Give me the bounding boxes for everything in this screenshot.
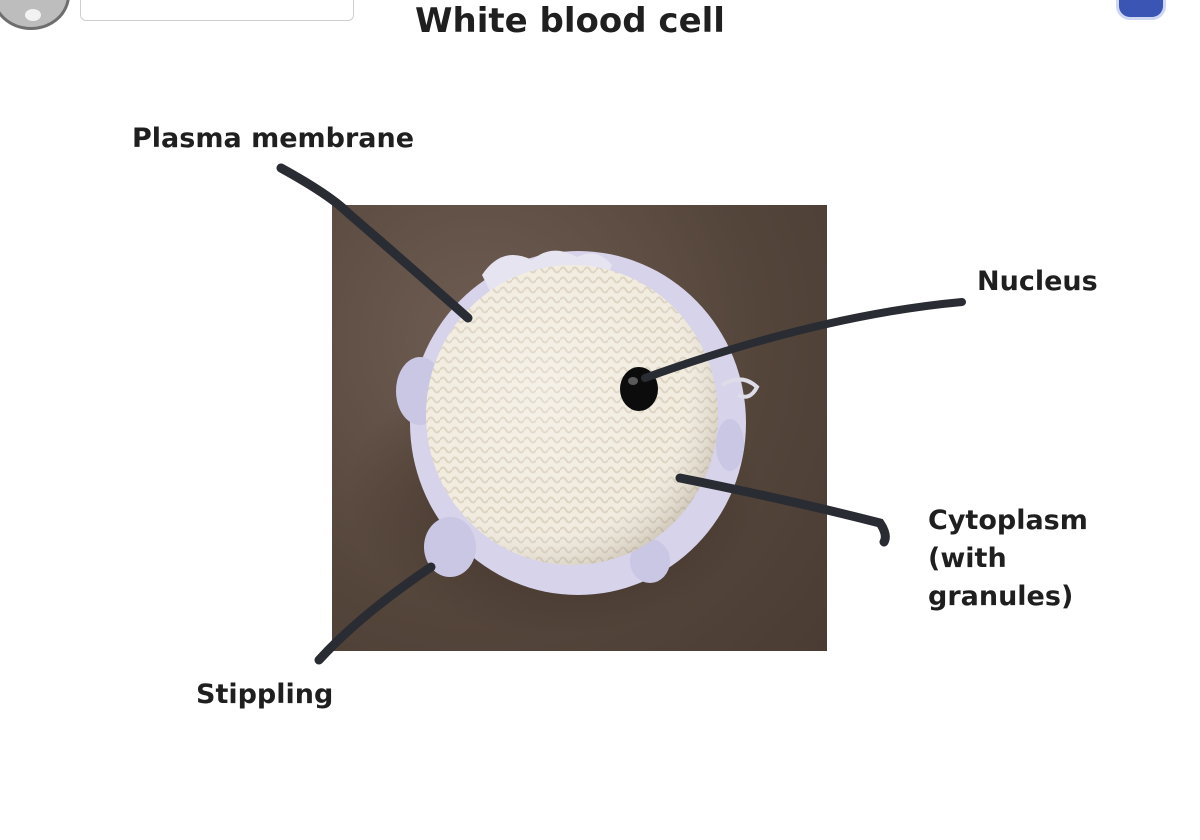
label-cytoplasm-line: granules) — [928, 578, 1088, 616]
label-stippling: Stippling — [196, 676, 333, 714]
stippling-blob — [716, 419, 744, 471]
page-title: White blood cell — [0, 0, 1140, 42]
cell-photo — [332, 205, 827, 651]
stippling-blob — [424, 517, 476, 577]
label-cytoplasm-line: (with — [928, 540, 1088, 578]
label-nucleus: Nucleus — [977, 263, 1098, 301]
nucleus-bead — [620, 367, 658, 411]
label-cytoplasm: Cytoplasm (with granules) — [928, 502, 1088, 616]
label-plasma-membrane: Plasma membrane — [132, 120, 414, 158]
label-cytoplasm-line: Cytoplasm — [928, 502, 1088, 540]
knitted-cell-illustration — [332, 205, 827, 651]
